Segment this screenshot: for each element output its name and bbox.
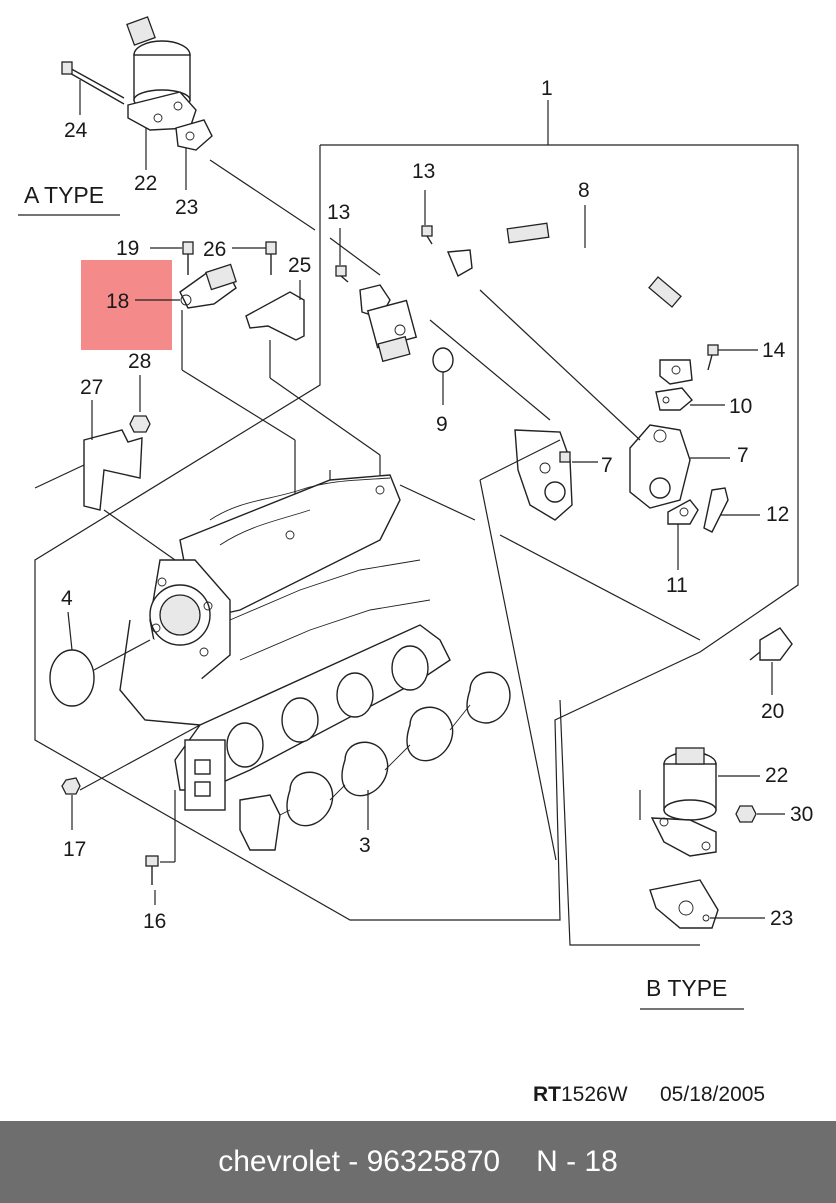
bracket-27 <box>34 375 176 561</box>
callout-8: 8 <box>578 179 590 202</box>
footer-bar: chevrolet - 96325870 N - 18 <box>0 1121 836 1203</box>
callout-24: 24 <box>64 119 88 142</box>
callout-13-top: 13 <box>412 160 435 183</box>
callout-23-b: 23 <box>770 907 793 930</box>
callout-16: 16 <box>143 910 166 933</box>
callout-19: 19 <box>116 237 139 260</box>
gasket-3 <box>239 671 511 851</box>
callout-7-left: 7 <box>601 454 613 477</box>
a-type-label: A TYPE <box>24 182 104 208</box>
sensor-20 <box>749 627 793 695</box>
callout-27: 27 <box>80 376 103 399</box>
footer-brand-part: chevrolet - 96325870 <box>218 1145 501 1178</box>
fasteners-16-17 <box>61 724 201 905</box>
callout-13-left: 13 <box>327 201 350 224</box>
callout-18: 18 <box>106 290 129 313</box>
callout-10: 10 <box>729 395 752 418</box>
callout-23-a: 23 <box>175 196 198 219</box>
callout-20: 20 <box>761 700 784 723</box>
o-ring-4 <box>49 611 151 707</box>
parts-diagram: A TYPE B TYPE <box>18 16 813 1106</box>
callout-labels: 1 3 4 7 7 8 9 10 11 12 13 13 14 16 17 18… <box>61 77 813 933</box>
callout-9: 9 <box>436 413 448 436</box>
egr-valve-b-type <box>649 747 785 929</box>
callout-26: 26 <box>203 238 226 261</box>
b-type-label: B TYPE <box>646 975 727 1001</box>
callout-4: 4 <box>61 587 73 610</box>
callout-22-b: 22 <box>765 764 788 787</box>
reference-code-bold: RT <box>533 1083 561 1106</box>
map-sensor-group <box>135 241 305 341</box>
callout-3: 3 <box>359 834 371 857</box>
callout-1: 1 <box>541 77 553 100</box>
callout-12: 12 <box>766 503 789 526</box>
intake-manifold <box>119 474 451 811</box>
reference-date: 05/18/2005 <box>660 1083 765 1106</box>
callout-11: 11 <box>666 574 688 597</box>
callout-25: 25 <box>288 254 311 277</box>
callout-14: 14 <box>762 339 786 362</box>
egr-pipe-group <box>335 190 760 570</box>
callout-30: 30 <box>790 803 813 826</box>
callout-28: 28 <box>128 350 151 373</box>
highlight-box <box>81 260 172 350</box>
reference-code-rest: 1526W <box>561 1083 628 1106</box>
callout-22-a: 22 <box>134 172 157 195</box>
reference-code: RT1526W <box>533 1083 628 1106</box>
footer-ref: N - 18 <box>536 1145 618 1178</box>
callout-17: 17 <box>63 838 86 861</box>
egr-valve-a-type <box>61 16 213 151</box>
callout-7-right: 7 <box>737 444 749 467</box>
